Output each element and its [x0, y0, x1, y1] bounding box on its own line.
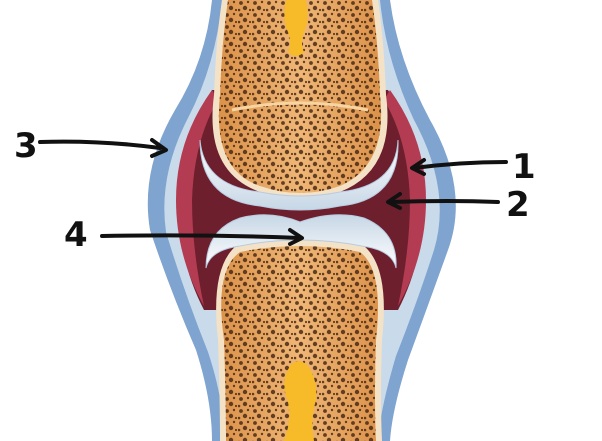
arrow-4 [100, 233, 302, 240]
arrow-2-head [386, 192, 402, 210]
arrow-3-head [150, 138, 168, 158]
lower-articular-cartilage [205, 214, 397, 269]
arrow-3 [38, 139, 162, 150]
label-3: 3 [14, 126, 38, 166]
label-2: 2 [506, 185, 530, 225]
lower-bone-marrow [284, 361, 317, 441]
synovial-membrane-right [384, 90, 426, 306]
arrow-2 [388, 199, 500, 204]
arrow-4-head [288, 228, 304, 246]
upper-bone-marrow [284, 0, 308, 56]
upper-articular-cartilage [199, 139, 399, 211]
synovial-membrane-left [176, 90, 218, 306]
label-4: 4 [64, 215, 88, 255]
label-1: 1 [512, 147, 536, 187]
upper-bone-spongy [218, 0, 382, 193]
arrow-1-head [410, 158, 426, 176]
arrow-1 [412, 160, 508, 170]
